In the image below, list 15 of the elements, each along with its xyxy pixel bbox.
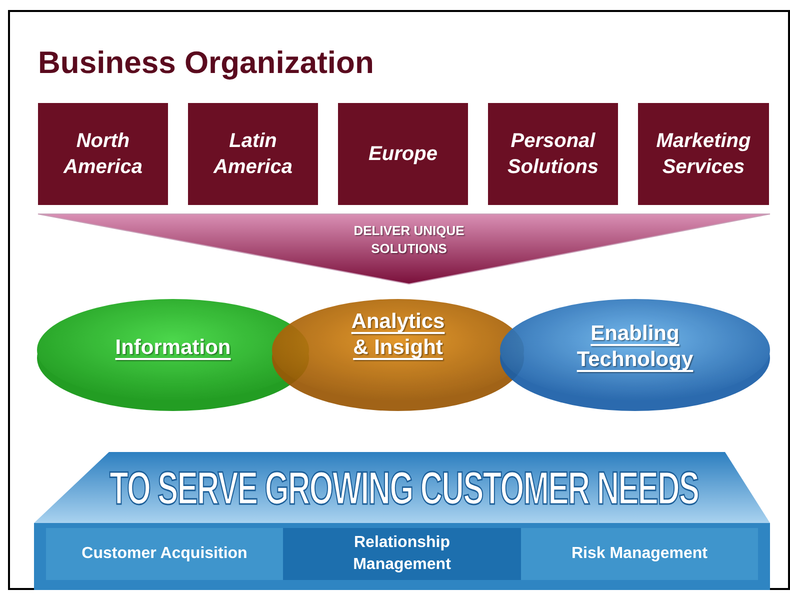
platform-heading: TO SERVE GROWING CUSTOMER NEEDS (108, 462, 700, 516)
region-box: North America (38, 103, 168, 205)
platform-section: Relationship Management (283, 528, 521, 580)
diagram-title: Business Organization (38, 45, 374, 81)
region-box: Europe (338, 103, 468, 205)
platform-slab (34, 452, 770, 590)
platform-section: Risk Management (521, 528, 758, 580)
region-box: Marketing Services (638, 103, 769, 205)
ellipse-label: Information (114, 335, 232, 361)
ellipse-label: Enabling Technology (576, 321, 694, 374)
ellipse-label: Analytics & Insight (350, 309, 446, 362)
region-box: Latin America (188, 103, 318, 205)
funnel-label: DELIVER UNIQUE SOLUTIONS (352, 222, 466, 258)
platform-section: Customer Acquisition (46, 528, 283, 580)
region-box: Personal Solutions (488, 103, 618, 205)
